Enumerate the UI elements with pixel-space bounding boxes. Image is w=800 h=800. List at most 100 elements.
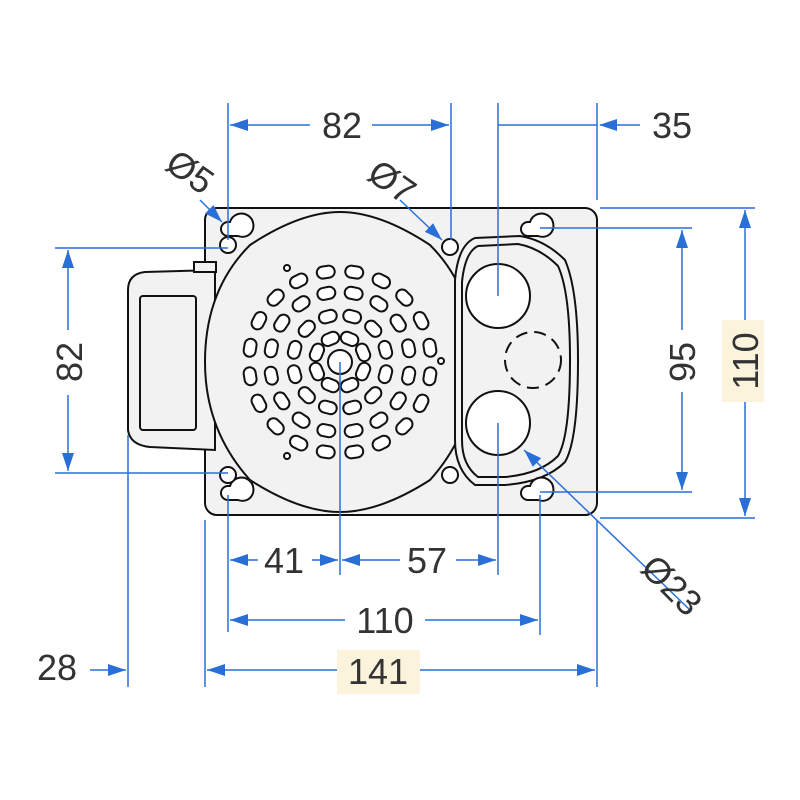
grille-slot	[354, 361, 372, 382]
device-body	[127, 207, 598, 516]
dimension-arrow	[230, 119, 248, 131]
dimension-arrow	[424, 223, 442, 240]
dia-7: Ø7	[361, 151, 424, 212]
dimension-arrow	[676, 230, 688, 248]
grille-slot	[291, 411, 311, 429]
mount-hole	[219, 466, 237, 484]
grille-slot	[263, 338, 279, 359]
grille-slot	[343, 285, 364, 301]
grille-slot	[308, 361, 326, 382]
grille-slot	[371, 434, 391, 452]
grille-slot	[339, 376, 360, 394]
keyhole-slot	[520, 212, 555, 238]
grille-slot	[297, 319, 316, 338]
dimension-arrow	[207, 664, 225, 676]
grille-slot	[364, 386, 383, 405]
keyholes	[220, 212, 555, 502]
grille-slot	[266, 417, 285, 436]
grille-slot	[342, 399, 363, 416]
grille-slot	[273, 391, 291, 411]
mount-hole	[441, 466, 459, 484]
dim-110-right: 110	[725, 332, 766, 389]
grille-slot	[316, 285, 337, 301]
grille-slot	[377, 339, 394, 360]
screw-hole	[437, 357, 445, 365]
dim-82-left: 82	[49, 342, 90, 382]
grille-slot	[369, 411, 389, 429]
dimension-arrow	[577, 664, 595, 676]
grille-slot	[266, 288, 285, 307]
grille-slot	[320, 330, 341, 348]
grille-slot	[401, 338, 417, 359]
grille-slot	[291, 295, 311, 313]
grille-slot	[273, 313, 291, 333]
dimension-arrow	[599, 119, 617, 131]
grille-slot	[289, 434, 309, 452]
dimension-arrow	[739, 210, 751, 228]
grille-slot	[308, 342, 326, 363]
dim-141: 141	[348, 651, 408, 692]
dim-82-top: 82	[322, 105, 362, 146]
handle-tab	[193, 261, 217, 273]
handle-window	[139, 295, 197, 431]
grille-slot	[286, 339, 303, 360]
dim-28: 28	[37, 647, 77, 688]
grille-slot	[389, 391, 407, 411]
dimension-arrow	[230, 614, 248, 626]
dimension-arrow	[524, 450, 542, 467]
grille-slot	[343, 423, 364, 439]
dimension-arrow	[676, 472, 688, 490]
grille-slot	[315, 444, 336, 460]
grille-slot	[242, 337, 258, 358]
grille-slot	[344, 444, 365, 460]
keyhole-slot	[220, 212, 255, 238]
grille-slot	[344, 264, 365, 280]
grille-slot	[364, 319, 383, 338]
mount-hole	[441, 238, 459, 256]
dimension-arrow	[108, 664, 126, 676]
grille-slot	[389, 313, 407, 333]
hidden-port	[504, 331, 562, 389]
grille-slot	[286, 364, 303, 385]
grille-slot	[377, 364, 394, 385]
grille-slot	[263, 365, 279, 386]
grille-slot	[317, 399, 338, 416]
dimension-arrow	[230, 554, 248, 566]
grille-slot	[395, 417, 414, 436]
dimension-arrow	[739, 498, 751, 516]
dia-5: Ø5	[159, 141, 222, 202]
dimension-arrow	[431, 119, 449, 131]
dimension-arrow	[205, 205, 222, 222]
screw-hole	[283, 452, 291, 460]
grille-slot	[412, 393, 430, 413]
dimension-arrow	[62, 250, 74, 268]
grille-slot	[412, 311, 430, 331]
screw-hole	[283, 264, 291, 272]
keyhole-slot	[220, 476, 255, 502]
fan-grille	[242, 264, 438, 460]
grille-slot	[242, 366, 258, 387]
dim-41: 41	[264, 540, 304, 581]
grille-slot	[401, 365, 417, 386]
dimension-lines	[55, 103, 755, 687]
grille-slot	[316, 423, 337, 439]
dimension-arrow	[342, 554, 360, 566]
grille-slot	[371, 272, 391, 290]
keyhole-slot	[520, 476, 555, 502]
grille-slot	[422, 337, 438, 358]
dimension-arrow	[520, 614, 538, 626]
grille-slot	[339, 330, 360, 348]
highlight-141	[337, 650, 420, 694]
grille-slot	[422, 366, 438, 387]
highlight-110	[722, 320, 764, 402]
grille-slot	[250, 311, 268, 331]
grille-slot	[395, 288, 414, 307]
grille-slot	[369, 295, 389, 313]
grille-slot	[250, 393, 268, 413]
grille-slot	[289, 272, 309, 290]
dim-110-bottom: 110	[356, 600, 413, 641]
grille-slot	[297, 386, 316, 405]
grille-slot	[315, 264, 336, 280]
dimension-arrow	[320, 554, 338, 566]
